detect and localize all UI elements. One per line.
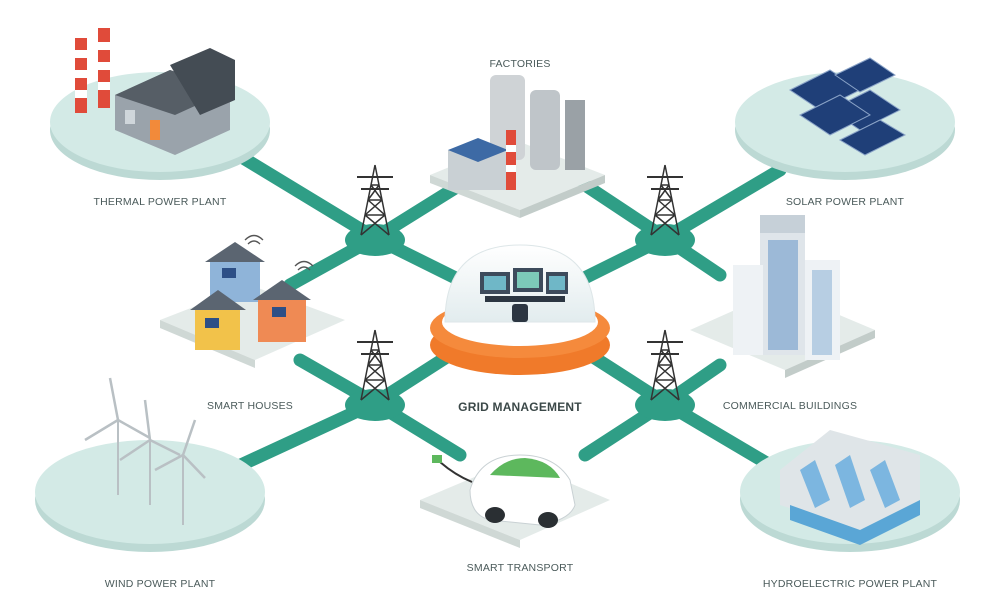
office-buildings-icon — [733, 215, 840, 360]
solar-plant-node — [735, 57, 955, 180]
commercial-buildings-node — [690, 215, 875, 378]
line-solar — [658, 163, 787, 245]
line-thermal — [223, 143, 382, 245]
label-grid-management: GRID MANAGEMENT — [458, 400, 582, 414]
grid-management-node — [430, 244, 610, 375]
label-commercial-buildings: COMMERCIAL BUILDINGS — [722, 400, 858, 412]
wifi-icon — [294, 260, 314, 271]
factory-icon — [448, 75, 585, 190]
control-room-icon — [480, 268, 568, 322]
solar-panels-icon — [789, 57, 907, 156]
charging-plug-icon — [432, 455, 442, 463]
junction-ne — [635, 224, 695, 256]
houses-icon — [190, 242, 311, 350]
smart-houses-node — [160, 234, 345, 368]
junction-se — [635, 389, 695, 421]
hydro-plant-node — [740, 430, 960, 552]
charging-cable-icon — [439, 461, 473, 483]
wind-turbines-icon — [84, 377, 206, 525]
factories-node — [430, 75, 605, 218]
label-smart-houses: SMART HOUSES — [206, 400, 294, 412]
smart-transport-node — [420, 454, 610, 548]
junction-nw — [345, 224, 405, 256]
junctions — [345, 224, 695, 421]
electric-car-icon — [469, 454, 576, 528]
wind-plant-node — [35, 377, 265, 552]
thermal-plant-node — [50, 28, 270, 180]
dam-icon — [780, 430, 920, 545]
label-thermal-power-plant: THERMAL POWER PLANT — [93, 196, 227, 208]
label-factories: FACTORIES — [489, 58, 551, 70]
label-smart-transport: SMART TRANSPORT — [466, 562, 574, 574]
thermal-plant-icon — [75, 28, 235, 155]
label-hydroelectric-power-plant: HYDROELECTRIC POWER PLANT — [762, 578, 938, 590]
label-wind-power-plant: WIND POWER PLANT — [104, 578, 216, 590]
label-solar-power-plant: SOLAR POWER PLANT — [785, 196, 905, 208]
wifi-icon — [244, 234, 264, 245]
junction-sw — [345, 389, 405, 421]
